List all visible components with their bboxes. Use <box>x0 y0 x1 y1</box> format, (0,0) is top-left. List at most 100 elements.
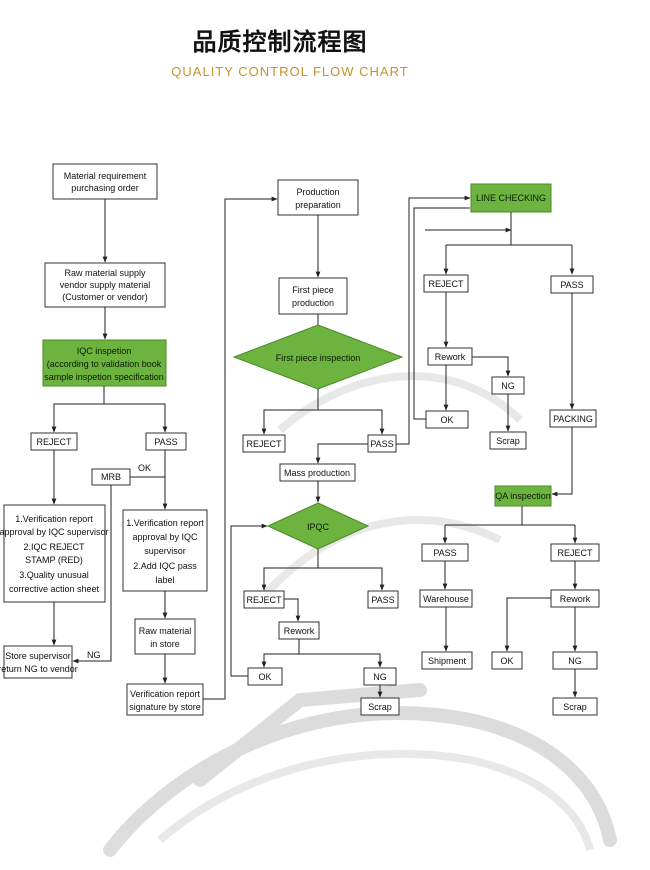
node-mrb: MRB <box>91 468 131 486</box>
svg-text:IQC inspetion: IQC inspetion <box>77 346 132 356</box>
node-pass-3: PASS <box>367 590 399 609</box>
ng-label-mrb: NG <box>87 650 101 660</box>
node-ng-5: NG <box>552 651 598 670</box>
node-reject-3: REJECT <box>243 590 285 609</box>
svg-text:IPQC: IPQC <box>307 522 330 532</box>
svg-text:Scrap: Scrap <box>368 702 392 712</box>
svg-text:in store: in store <box>150 639 180 649</box>
node-verification-signature: Verification report signature by store <box>126 683 204 716</box>
svg-text:OK: OK <box>440 415 453 425</box>
node-ng-4: NG <box>491 376 525 395</box>
node-pass-2: PASS <box>367 434 397 453</box>
node-reject-4: REJECT <box>423 274 469 293</box>
svg-text:(according to validation book: (according to validation book <box>47 359 162 369</box>
svg-text:purchasing order: purchasing order <box>71 183 139 193</box>
svg-text:Scrap: Scrap <box>563 702 587 712</box>
svg-text:return NG to vendor: return NG to vendor <box>0 664 78 674</box>
svg-text:label: label <box>155 575 174 585</box>
svg-text:supervisor: supervisor <box>144 546 186 556</box>
node-scrap-4: Scrap <box>489 431 527 450</box>
node-mass-production: Mass production <box>279 463 356 482</box>
svg-text:Store supervisor: Store supervisor <box>5 651 71 661</box>
node-pass-5: PASS <box>421 543 469 562</box>
ok-label-mrb: OK <box>138 463 151 473</box>
node-ng-3: NG <box>363 667 397 686</box>
watermark-graphic <box>103 372 617 857</box>
node-pass-4: PASS <box>550 275 594 294</box>
node-rework-4: Rework <box>427 347 473 366</box>
title-chinese: 品质控制流程图 <box>192 28 368 56</box>
svg-text:REJECT: REJECT <box>246 595 282 605</box>
node-ok-5: OK <box>491 651 523 670</box>
svg-text:REJECT: REJECT <box>246 439 282 449</box>
svg-text:Raw material: Raw material <box>139 626 192 636</box>
node-reject-1: REJECT <box>30 432 78 451</box>
svg-text:Mass production: Mass production <box>284 468 350 478</box>
node-material-requirement: Material requirement purchasing order <box>52 163 158 200</box>
node-raw-material-in-store: Raw material in store <box>134 618 196 655</box>
svg-text:PASS: PASS <box>433 548 456 558</box>
svg-text:Shipment: Shipment <box>428 656 467 666</box>
svg-text:PASS: PASS <box>370 439 393 449</box>
svg-text:(Customer or vendor): (Customer or vendor) <box>62 292 148 302</box>
node-warehouse: Warehouse <box>419 589 473 608</box>
svg-text:First piece inspection: First piece inspection <box>276 353 361 363</box>
svg-text:approval by IQC supervisor: approval by IQC supervisor <box>0 527 109 537</box>
svg-text:REJECT: REJECT <box>428 279 464 289</box>
node-ipqc: IPQC <box>266 502 370 550</box>
svg-text:STAMP (RED): STAMP (RED) <box>25 555 83 565</box>
title-english: QUALITY CONTROL FLOW CHART <box>171 64 409 79</box>
node-verification-reject: 1.Verification report approval by IQC su… <box>0 504 109 603</box>
node-pass-1: PASS <box>145 432 187 451</box>
svg-text:3.Quality unusual: 3.Quality unusual <box>19 570 89 580</box>
svg-text:preparation: preparation <box>295 200 341 210</box>
svg-text:Rework: Rework <box>435 352 466 362</box>
svg-text:PASS: PASS <box>154 437 177 447</box>
node-reject-5: REJECT <box>550 543 600 562</box>
svg-text:PASS: PASS <box>371 595 394 605</box>
svg-text:Rework: Rework <box>284 626 315 636</box>
svg-text:2.IQC REJECT: 2.IQC REJECT <box>23 542 85 552</box>
svg-text:Production: Production <box>296 187 339 197</box>
node-first-piece-production: First piece production <box>278 277 348 315</box>
svg-text:production: production <box>292 298 334 308</box>
node-scrap-3: Scrap <box>360 697 400 716</box>
svg-text:OK: OK <box>500 656 513 666</box>
node-reject-2: REJECT <box>242 434 286 453</box>
node-line-checking: LINE CHECKING <box>470 183 552 213</box>
node-ok-3: OK <box>247 667 283 686</box>
svg-text:2.Add IQC pass: 2.Add IQC pass <box>133 561 197 571</box>
node-scrap-5: Scrap <box>552 697 598 716</box>
svg-text:Warehouse: Warehouse <box>423 594 469 604</box>
svg-text:LINE CHECKING: LINE CHECKING <box>476 193 546 203</box>
node-shipment: Shipment <box>421 651 473 670</box>
svg-text:OK: OK <box>258 672 271 682</box>
svg-text:corrective action sheet: corrective action sheet <box>9 584 100 594</box>
svg-text:REJECT: REJECT <box>557 548 593 558</box>
svg-text:Verification report: Verification report <box>130 689 201 699</box>
node-production-preparation: Production preparation <box>277 179 359 216</box>
svg-text:PASS: PASS <box>560 280 583 290</box>
node-store-supervisor: Store supervisor return NG to vendor <box>0 645 78 679</box>
svg-text:NG: NG <box>373 672 387 682</box>
svg-text:NG: NG <box>568 656 582 666</box>
node-rework-5: Rework <box>550 589 600 608</box>
svg-text:QA inspection: QA inspection <box>495 491 551 501</box>
svg-text:signature by store: signature by store <box>129 702 201 712</box>
svg-text:PACKING: PACKING <box>553 414 593 424</box>
svg-text:Rework: Rework <box>560 594 591 604</box>
node-qa-inspection: QA inspection <box>494 485 552 507</box>
node-packing: PACKING <box>549 409 597 428</box>
svg-text:sample inspetion specification: sample inspetion specification <box>44 372 164 382</box>
node-ok-4: OK <box>425 410 469 429</box>
node-verification-pass: 1.Verification report approval by IQC su… <box>122 509 208 592</box>
svg-text:vendor supply material: vendor supply material <box>60 280 151 290</box>
svg-text:Scrap: Scrap <box>496 436 520 446</box>
svg-text:REJECT: REJECT <box>36 437 72 447</box>
node-iqc-inspection: IQC inspetion (according to validation b… <box>42 339 167 387</box>
svg-text:Raw material supply: Raw material supply <box>64 268 146 278</box>
svg-text:MRB: MRB <box>101 472 121 482</box>
svg-text:First piece: First piece <box>292 285 334 295</box>
node-rework-3: Rework <box>278 621 320 640</box>
